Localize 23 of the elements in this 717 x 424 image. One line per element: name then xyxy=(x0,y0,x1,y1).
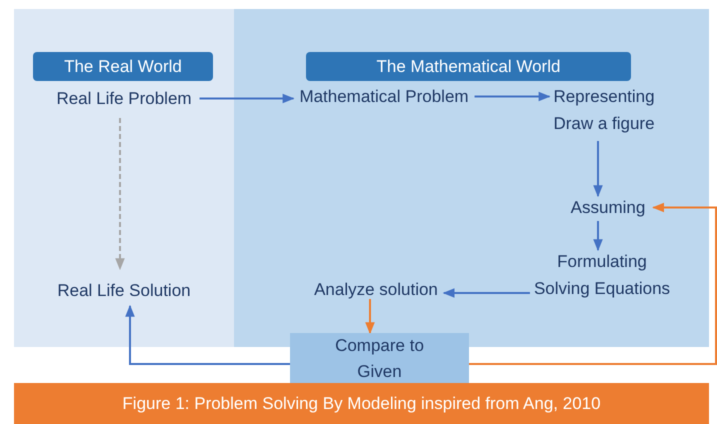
panel-heading: The Real World xyxy=(33,52,213,81)
arrow xyxy=(365,299,375,334)
step-label: Formulating xyxy=(556,251,648,273)
step-label: Analyze solution xyxy=(314,276,438,303)
arrow xyxy=(125,304,290,365)
step-label: Mathematical Problem xyxy=(299,83,469,110)
step-label: Representing xyxy=(553,86,655,108)
arrow xyxy=(442,288,530,298)
step-label: Draw a figure xyxy=(553,113,655,135)
step-label: Assuming xyxy=(570,194,646,221)
panel xyxy=(14,9,234,347)
process-box: Compare to Given xyxy=(290,333,469,383)
step-label: Real Life Solution xyxy=(57,277,191,304)
arrow xyxy=(469,202,717,365)
panel-heading: The Mathematical World xyxy=(306,52,631,81)
step-label: Solving Equations xyxy=(534,278,670,300)
figure-caption: Figure 1: Problem Solving By Modeling inspired from Ang, 2010 xyxy=(14,383,709,424)
step-label: Real Life Problem xyxy=(56,85,192,112)
arrow xyxy=(593,221,603,252)
arrow xyxy=(200,94,295,104)
arrow xyxy=(593,141,603,198)
dashed-arrow xyxy=(115,118,125,270)
arrow xyxy=(474,92,551,102)
